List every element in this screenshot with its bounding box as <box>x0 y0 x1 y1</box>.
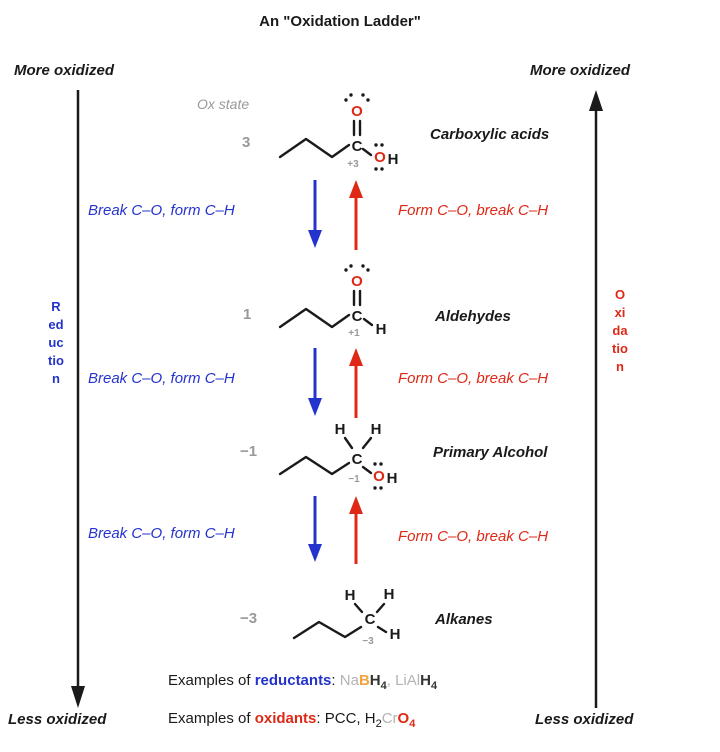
reduction-axis-arrow <box>71 90 85 708</box>
hydroxyl-h-atom: H <box>387 470 398 487</box>
oxidation-step-label-3: Form C–O, break C–H <box>398 528 549 545</box>
carbon-atom: C <box>352 308 363 325</box>
page-title: An "Oxidation Ladder" <box>259 13 421 30</box>
ox-state-header: Ox state <box>197 96 250 112</box>
blue-down-arrow-icon <box>308 398 322 416</box>
primary-alcohol-structure: H H C O H −1 <box>278 421 398 490</box>
transition-arrows-1 <box>308 180 363 250</box>
reductants-examples-line: Examples of reductants: NaBH4, LiAlH4 <box>168 672 437 692</box>
ox-state-value-alcohol: −1 <box>240 443 258 460</box>
h-atom-left: H <box>345 587 356 604</box>
reductants-colon: : <box>331 672 340 689</box>
reduction-step-label-3: Break C–O, form C–H <box>88 525 235 542</box>
h2cro4-sub4: 4 <box>409 718 416 730</box>
hydroxyl-o-atom: O <box>374 149 386 166</box>
reductants-comma: , <box>386 672 396 689</box>
more-oxidized-left-label: More oxidized <box>14 62 115 79</box>
carbonyl-o-atom: O <box>351 273 363 290</box>
carbon-atom: C <box>352 138 363 155</box>
oxidation-step-label-1: Form C–O, break C–H <box>398 202 549 219</box>
charge-label: +3 <box>347 159 359 170</box>
h2cro4-cr: Cr <box>381 710 398 727</box>
oxidants-prefix: Examples of <box>168 710 255 727</box>
h-atom-left: H <box>335 421 346 438</box>
lialh4-h: H <box>420 672 431 689</box>
less-oxidized-left-label: Less oxidized <box>8 711 107 728</box>
nabh4-h: H <box>369 672 381 689</box>
compound-name-aldehyde: Aldehydes <box>435 308 511 325</box>
oxidants-colon: : <box>316 710 325 727</box>
aldehyde-h-atom: H <box>376 321 387 338</box>
more-oxidized-right-label: More oxidized <box>530 62 631 79</box>
less-oxidized-right-label: Less oxidized <box>535 711 634 728</box>
compound-name-alcohol: Primary Alcohol <box>433 444 548 461</box>
ox-state-value-alkane: −3 <box>240 610 258 627</box>
reduction-axis-word: Reduction <box>48 299 64 386</box>
transition-arrows-2 <box>308 348 363 418</box>
hydroxyl-h-atom: H <box>388 151 399 168</box>
h2cro4-pcc-h: PCC, H <box>324 710 376 727</box>
reduction-step-label-2: Break C–O, form C–H <box>88 370 235 387</box>
reduction-step-label-1: Break C–O, form C–H <box>88 202 235 219</box>
h-atom-right: H <box>371 421 382 438</box>
h2cro4-o: O <box>397 710 410 727</box>
ox-state-value-carboxylic: 3 <box>242 134 251 151</box>
carboxylic-acid-structure: O C O H +3 <box>278 93 399 171</box>
alkane-structure: H H C H −3 <box>292 586 401 647</box>
oxidants-examples-line: Examples of oxidants: PCC, H2CrO4 <box>168 710 415 730</box>
lialh4-lial: LiAl <box>395 672 421 689</box>
arrow-down-icon <box>71 686 85 708</box>
hydroxyl-o-atom: O <box>373 468 385 485</box>
h2cro4-sub2: 2 <box>375 718 382 730</box>
nabh4-b: B <box>358 672 370 689</box>
aldehyde-structure: O C H +1 <box>278 264 387 339</box>
oxidation-axis-arrow <box>589 90 603 708</box>
nabh4-sub: 4 <box>380 680 387 692</box>
compound-name-alkane: Alkanes <box>435 611 493 628</box>
oxidation-step-label-2: Form C–O, break C–H <box>398 370 549 387</box>
carbon-atom: C <box>352 451 363 468</box>
charge-label: +1 <box>348 328 360 339</box>
lialh4-sub: 4 <box>430 680 438 692</box>
red-up-arrow-icon <box>349 348 363 366</box>
reductants-keyword: reductants <box>254 672 332 689</box>
carbon-atom: C <box>365 611 376 628</box>
red-up-arrow-icon <box>349 180 363 198</box>
compound-name-carboxylic: Carboxylic acids <box>430 126 550 143</box>
red-up-arrow-icon <box>349 496 363 514</box>
transition-arrows-3 <box>308 496 363 564</box>
reductants-prefix: Examples of <box>168 672 255 689</box>
blue-down-arrow-icon <box>308 544 322 562</box>
h-atom-right: H <box>384 586 395 603</box>
oxidation-axis-word: Oxidation <box>612 287 628 374</box>
blue-down-arrow-icon <box>308 230 322 248</box>
oxidants-keyword: oxidants <box>254 710 317 727</box>
ox-state-value-aldehyde: 1 <box>243 306 252 323</box>
h-atom-bottom: H <box>390 626 401 643</box>
carbonyl-o-atom: O <box>351 103 363 120</box>
charge-label: −3 <box>362 636 374 647</box>
charge-label: −1 <box>348 474 360 485</box>
nabh4-na: Na <box>339 672 359 689</box>
arrow-up-icon <box>589 90 603 111</box>
